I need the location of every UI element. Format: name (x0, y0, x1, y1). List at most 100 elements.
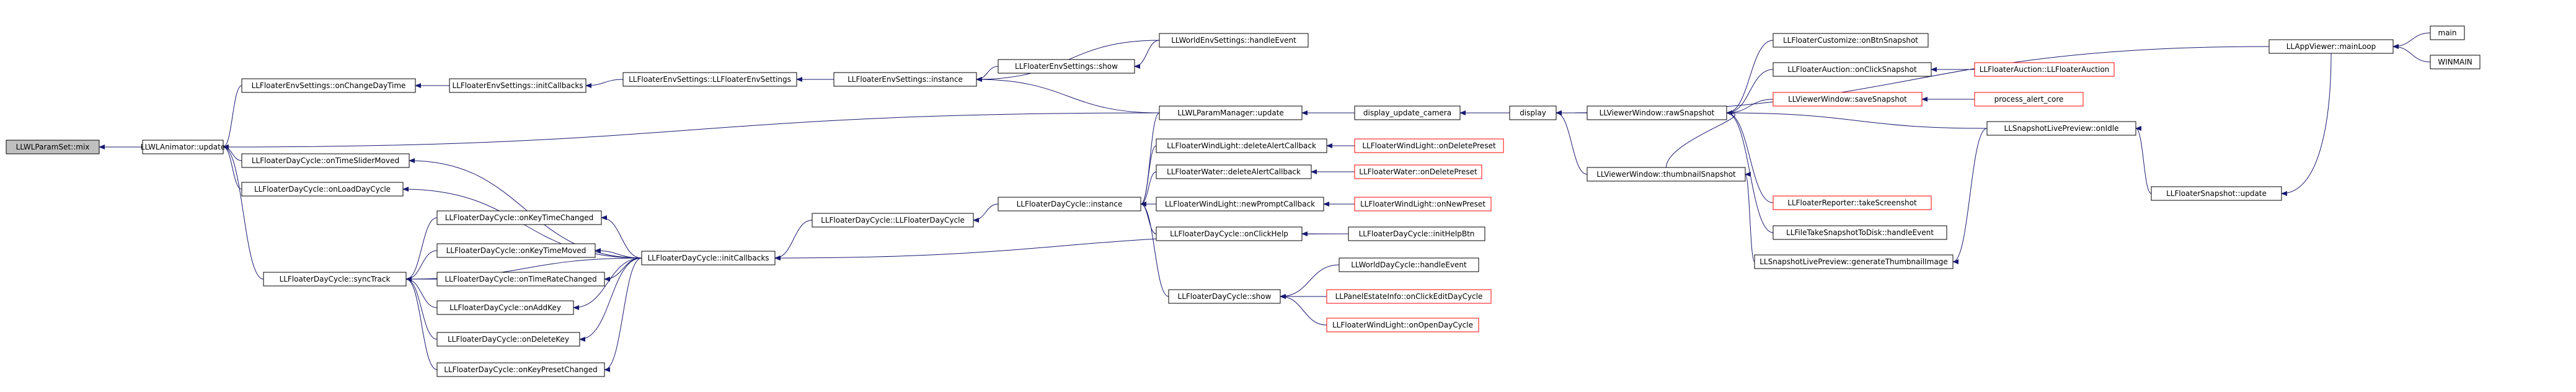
function-node-n46[interactable]: LLFloaterDayCycle::show (1168, 289, 1281, 304)
function-node-n39[interactable]: LLFloaterWindLight::onDeletePreset (1354, 138, 1504, 153)
function-node-n14[interactable]: LLFloaterAuction::onClickSnapshot (1773, 62, 1932, 77)
call-edge-n25-to-n23 (2392, 44, 2431, 63)
function-node-n30[interactable]: LLFloaterDayCycle::onKeyTimeMoved (436, 243, 596, 258)
node-label: LLFloaterWindLight::onOpenDayCycle (1332, 321, 1473, 329)
function-node-n4[interactable]: LLFloaterEnvSettings::LLFloaterEnvSettin… (622, 72, 797, 87)
call-edge-n35-to-n34 (604, 257, 642, 372)
node-box (812, 213, 974, 228)
node-box (241, 153, 410, 168)
node-box (1326, 318, 1479, 332)
function-node-n34[interactable]: LLFloaterDayCycle::onKeyPresetChanged (436, 362, 605, 377)
function-node-n6[interactable]: LLFloaterEnvSettings::show (998, 59, 1135, 74)
node-box (1773, 195, 1932, 210)
function-node-n20[interactable]: LLFileTakeSnapshotToDisk::handleEvent (1773, 225, 1947, 240)
call-edge-n23-to-n22 (2281, 53, 2332, 196)
node-box (6, 140, 100, 154)
node-box (1354, 105, 1461, 120)
function-node-n2[interactable]: LLFloaterEnvSettings::onChangeDayTime (241, 78, 416, 93)
node-box (1773, 225, 1947, 240)
function-node-n29[interactable]: LLFloaterDayCycle::onKeyTimeChanged (436, 210, 602, 225)
function-node-n8[interactable]: LLWLParamManager::update (1159, 105, 1303, 120)
function-node-n18[interactable]: LLSnapshotLivePreview::onIdle (1986, 121, 2136, 136)
node-label: LLFloaterDayCycle::onKeyTimeChanged (445, 213, 594, 222)
call-edge-n35-to-n31 (604, 257, 642, 282)
node-box (2430, 25, 2465, 40)
node-label: LLPanelEstateInfo::onClickEditDayCycle (1335, 292, 1483, 301)
node-label: LLViewerWindow::thumbnailSnapshot (1596, 170, 1736, 179)
call-edge-n35-to-n29 (601, 215, 642, 259)
node-label: LLFloaterEnvSettings::instance (848, 75, 963, 84)
function-node-n21[interactable]: LLSnapshotLivePreview::generateThumbnail… (1754, 254, 1954, 269)
function-node-n25[interactable]: WINMAIN (2430, 55, 2481, 69)
node-label: LLFloaterSnapshot::update (2166, 189, 2267, 198)
function-node-n41[interactable]: LLFloaterWater::onDeletePreset (1354, 164, 1482, 179)
function-node-n24[interactable]: main (2430, 25, 2465, 40)
function-node-n15[interactable]: LLFloaterAuction::LLFloaterAuction (1974, 62, 2115, 77)
function-node-n32[interactable]: LLFloaterDayCycle::onAddKey (436, 300, 574, 315)
function-node-n36[interactable]: LLFloaterDayCycle::LLFloaterDayCycle (812, 213, 974, 228)
function-node-n43[interactable]: LLFloaterWindLight::onNewPreset (1354, 197, 1492, 212)
node-box (998, 197, 1141, 212)
function-node-n17[interactable]: process_alert_core (1974, 92, 2084, 107)
function-node-n1[interactable]: LLWLAnimator::update (141, 140, 225, 154)
node-box (641, 251, 776, 265)
node-box (1348, 226, 1485, 241)
function-node-n38[interactable]: LLFloaterWindLight::deleteAlertCallback (1156, 138, 1327, 153)
node-box (436, 362, 605, 377)
node-label: LLSnapshotLivePreview::onIdle (2004, 124, 2119, 133)
call-edge-n35-to-n26 (409, 158, 642, 259)
node-label: LLFloaterWater::onDeletePreset (1359, 167, 1477, 176)
function-node-n40[interactable]: LLFloaterWater::deleteAlertCallback (1156, 164, 1312, 179)
call-edge-n19-to-n11 (1726, 110, 1774, 203)
node-label: LLSnapshotLivePreview::generateThumbnail… (1759, 257, 1948, 266)
node-label: LLFloaterWindLight::onNewPreset (1360, 200, 1485, 208)
function-node-n48[interactable]: LLPanelEstateInfo::onClickEditDayCycle (1326, 289, 1492, 304)
node-box (1773, 62, 1932, 77)
function-node-n33[interactable]: LLFloaterDayCycle::onDeleteKey (436, 332, 580, 347)
node-box (1159, 105, 1303, 120)
node-label: LLFloaterDayCycle::initHelpBtn (1359, 229, 1475, 238)
function-node-n3[interactable]: LLFloaterEnvSettings::initCallbacks (449, 78, 586, 93)
function-node-n42[interactable]: LLFloaterWindLight::newPromptCallback (1156, 197, 1324, 212)
node-label: LLWLParamManager::update (1177, 109, 1284, 117)
node-box (1156, 197, 1324, 212)
function-node-n10[interactable]: display (1509, 105, 1557, 120)
function-node-n23[interactable]: LLAppViewer::mainLoop (2268, 39, 2394, 54)
function-node-n31[interactable]: LLFloaterDayCycle::onTimeRateChanged (436, 272, 605, 287)
node-label: LLViewerWindow::saveSnapshot (1788, 95, 1907, 104)
node-box (1354, 164, 1482, 179)
function-node-n26[interactable]: LLFloaterDayCycle::onTimeSliderMoved (241, 153, 410, 168)
function-node-n28[interactable]: LLFloaterDayCycle::syncTrack (263, 272, 407, 287)
function-node-n13[interactable]: LLFloaterCustomize::onBtnSnapshot (1773, 33, 1929, 48)
call-edge-n7-to-n6 (1134, 40, 1160, 69)
function-node-n27[interactable]: LLFloaterDayCycle::onLoadDayCycle (241, 182, 404, 197)
function-node-n47[interactable]: LLWorldDayCycle::handleEvent (1339, 257, 1479, 272)
function-node-n45[interactable]: LLFloaterDayCycle::initHelpBtn (1348, 226, 1485, 241)
function-node-n44[interactable]: LLFloaterDayCycle::onClickHelp (1156, 226, 1303, 241)
call-edge-n29-to-n28 (405, 217, 438, 282)
function-node-n9[interactable]: display_update_camera (1354, 105, 1461, 120)
call-edge-n44-to-n37 (1140, 202, 1157, 234)
node-box (436, 332, 580, 347)
node-box (1354, 138, 1504, 153)
call-edge-n18-to-n21 (1952, 128, 1988, 264)
function-node-n11[interactable]: LLViewerWindow::rawSnapshot (1587, 105, 1727, 120)
function-node-n35[interactable]: LLFloaterDayCycle::initCallbacks (641, 251, 776, 265)
function-node-n5[interactable]: LLFloaterEnvSettings::instance (833, 72, 977, 87)
function-node-n37[interactable]: LLFloaterDayCycle::instance (998, 197, 1141, 212)
call-edge-n2-to-n1 (223, 85, 242, 149)
function-node-n22[interactable]: LLFloaterSnapshot::update (2151, 186, 2282, 201)
call-edge-n4-to-n3 (585, 79, 624, 88)
node-box (622, 72, 797, 87)
node-label: LLFloaterWater::deleteAlertCallback (1167, 167, 1301, 176)
node-label: LLFloaterDayCycle::onClickHelp (1170, 229, 1288, 238)
function-node-n49[interactable]: LLFloaterWindLight::onOpenDayCycle (1326, 318, 1479, 332)
function-node-n19[interactable]: LLFloaterReporter::takeScreenshot (1773, 195, 1932, 210)
function-node-n7[interactable]: LLWorldEnvSettings::handleEvent (1159, 33, 1309, 48)
function-node-n12[interactable]: LLViewerWindow::thumbnailSnapshot (1587, 167, 1746, 182)
call-edge-n12-to-n11 (1666, 110, 1736, 168)
node-box (1773, 33, 1929, 48)
function-node-n16[interactable]: LLViewerWindow::saveSnapshot (1773, 92, 1923, 107)
call-edge-n35-to-n32 (573, 257, 642, 310)
node-box (241, 182, 404, 197)
